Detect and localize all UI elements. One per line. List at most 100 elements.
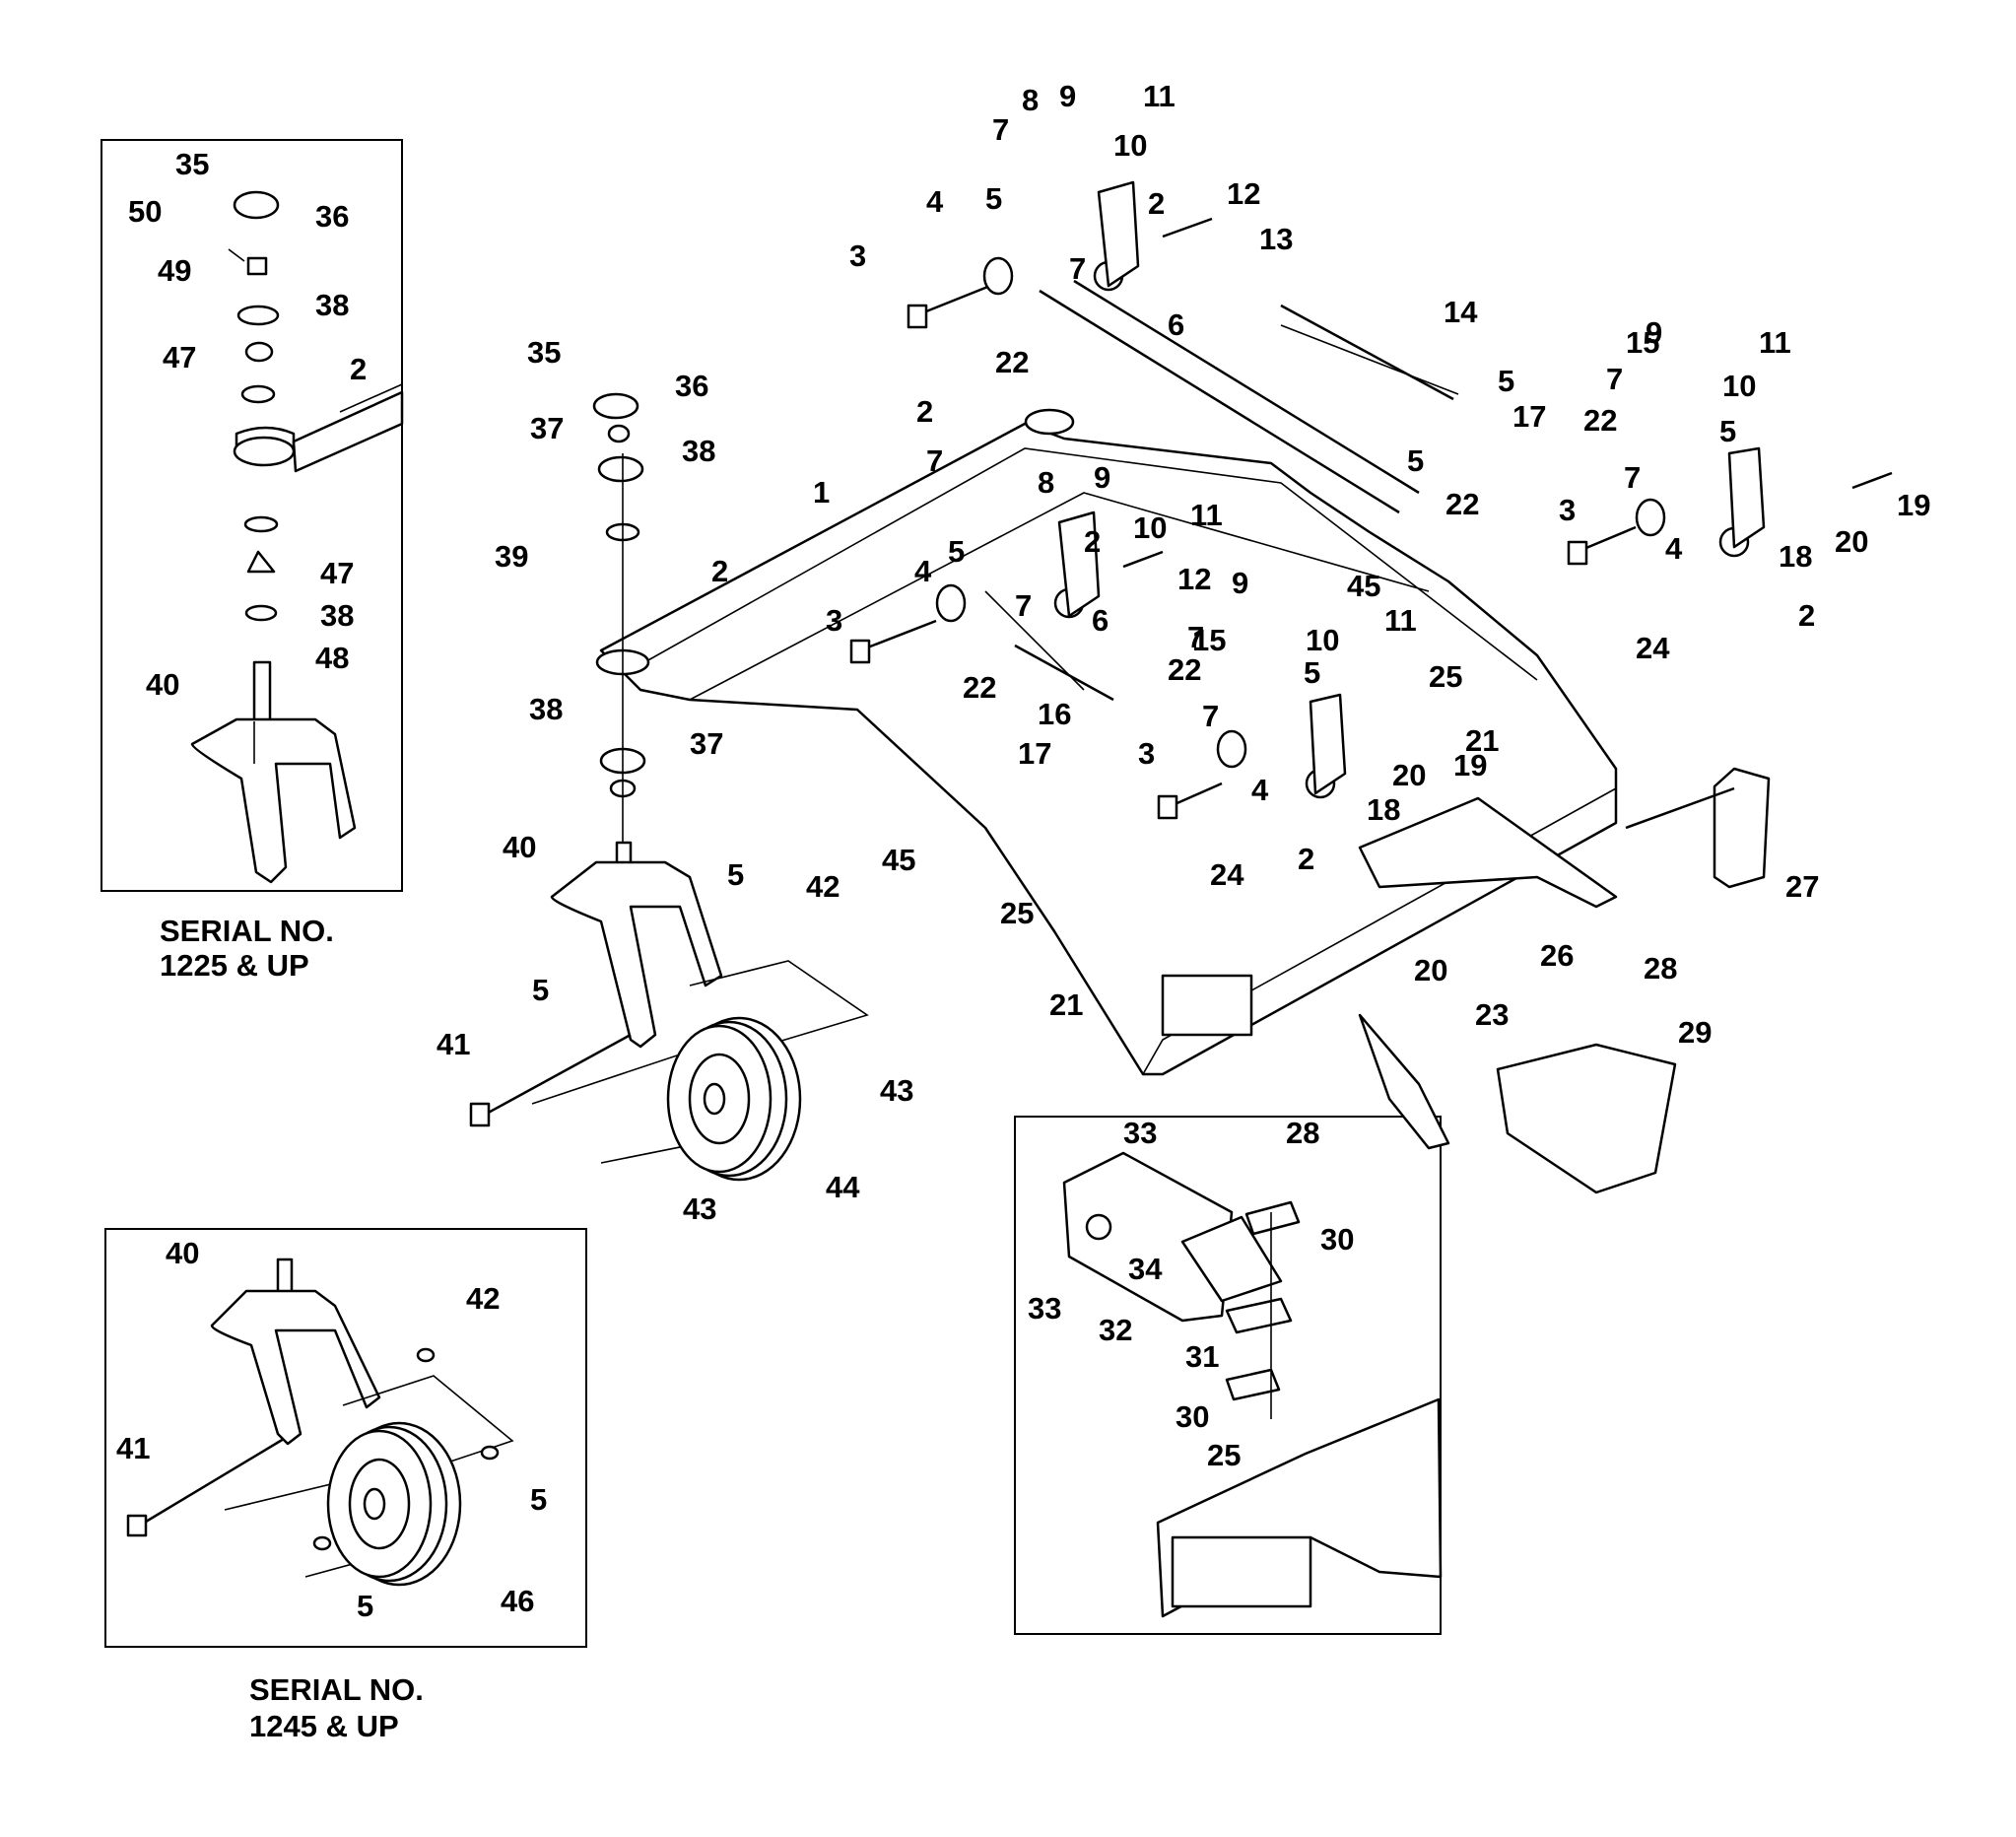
callout-label: 8 [1038,465,1054,500]
callout-label: 38 [682,434,715,468]
callout-label: 7 [926,443,943,478]
callout-label: 22 [1168,652,1201,687]
callout-label: 30 [1176,1399,1209,1434]
callout-label: 10 [1306,623,1339,657]
callout-label: 35 [527,335,561,370]
callout-label: 45 [882,843,915,877]
callout-label: 47 [163,340,196,374]
main-caster-wheel [469,392,869,1182]
callout-label: 5 [948,534,965,569]
callout-label: 40 [146,667,179,702]
callout-label: 21 [1049,987,1083,1022]
callout-label: 24 [1210,857,1244,892]
callout-label: 7 [1015,588,1032,623]
callout-label: 10 [1722,369,1756,403]
callout-label: 3 [1559,493,1576,527]
callout-label: 31 [1185,1339,1219,1374]
callout-label: 42 [466,1281,500,1316]
callout-label: 19 [1453,748,1487,782]
callout-label: 14 [1444,295,1478,329]
callout-label: 41 [437,1027,470,1061]
callout-label: 12 [1227,176,1260,211]
callout-label: 12 [1177,562,1211,596]
callout-label: 5 [1719,414,1736,448]
mower-deck-frame [595,279,1771,1194]
callout-label: 4 [1251,773,1269,807]
callout-label: 3 [1138,736,1155,771]
callout-label: 17 [1512,399,1546,434]
callout-label: 2 [916,394,933,429]
callout-label: 24 [1636,631,1670,665]
callout-label: 32 [1099,1313,1132,1347]
callout-label: 28 [1286,1116,1319,1150]
inset-caster-assembly [190,190,404,884]
callout-label: 1 [813,475,830,510]
callout-label: 11 [1759,325,1791,360]
callout-label: 7 [1069,251,1086,286]
lift-linkage-middle [849,510,1164,702]
callout-label: 2 [1298,842,1314,876]
callout-label: 18 [1367,792,1400,827]
callout-label: 22 [1445,487,1479,521]
callout-label: 26 [1540,938,1574,973]
callout-label: 2 [350,352,367,386]
callout-label: 4 [914,554,932,588]
callout-label: 11 [1143,79,1176,113]
callout-label: 43 [880,1073,913,1108]
callout-label: 7 [1202,699,1219,733]
callout-label: 40 [503,830,536,864]
callout-label: 10 [1113,128,1147,163]
callout-label: 22 [963,670,996,705]
callout-label: 13 [1259,222,1293,256]
callout-label: 16 [1038,697,1071,731]
inset-caption-line1: SERIAL NO. [249,1672,424,1707]
callout-label: 15 [1192,623,1226,657]
callout-label: 7 [992,112,1009,147]
callout-label: 7 [1624,460,1641,495]
callout-label: 5 [530,1482,547,1517]
callout-label: 38 [320,598,354,633]
callout-label: 11 [1190,498,1223,532]
callout-label: 5 [1498,364,1514,398]
callout-label: 7 [1187,620,1204,654]
inset-frame-serial-1225 [101,139,403,892]
callout-label: 39 [495,539,528,574]
callout-label: 36 [315,199,349,234]
callout-label: 47 [320,556,354,590]
inset-frame-bracket-detail [1014,1116,1442,1635]
inset-wheel-variant [126,1258,514,1587]
callout-label: 34 [1128,1252,1163,1286]
callout-label: 42 [806,869,840,904]
callout-label: 2 [1148,186,1165,221]
callout-label: 50 [128,194,162,229]
callout-label: 17 [1018,736,1051,771]
callout-label: 3 [849,238,866,273]
callout-label: 25 [1207,1438,1241,1472]
callout-label: 2 [1084,524,1101,559]
callout-label: 9 [1059,79,1076,113]
callout-label: 19 [1897,488,1930,522]
callout-label: 5 [532,973,549,1007]
callout-label: 30 [1320,1222,1354,1257]
callout-label: 20 [1835,524,1868,559]
inset-bracket-detail [1062,1151,1443,1618]
callout-label: 37 [530,411,564,445]
callout-label: 36 [675,369,708,403]
callout-label: 20 [1392,758,1426,792]
callout-label: 9 [1232,566,1248,600]
lift-linkage-lower [1157,693,1347,820]
callout-label: 49 [158,253,191,288]
inset-frame-serial-1245 [104,1228,587,1648]
callout-label: 48 [315,641,349,675]
callout-label: 5 [985,181,1002,216]
callout-label: 4 [1665,531,1683,566]
callout-label: 23 [1475,997,1509,1032]
callout-label: 2 [711,554,728,588]
callout-label: 6 [1092,603,1109,638]
callout-label: 46 [501,1584,534,1618]
callout-label: 4 [926,184,944,219]
callout-label: 22 [995,345,1029,379]
callout-label: 2 [1798,598,1815,633]
callout-label: 5 [357,1589,373,1623]
